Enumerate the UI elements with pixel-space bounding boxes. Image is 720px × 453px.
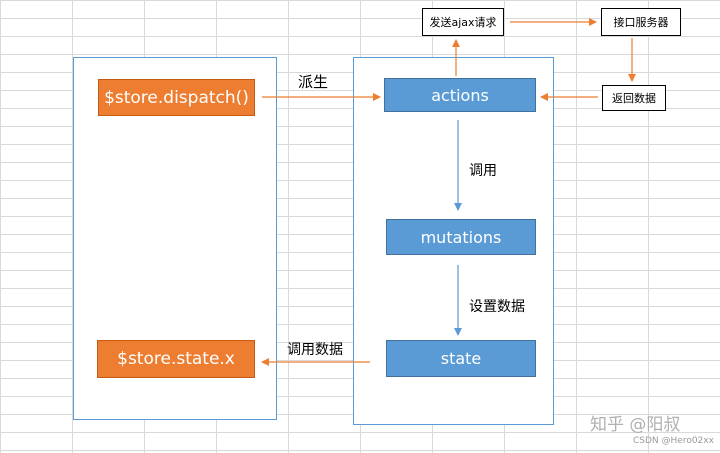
dispatch-box: $store.dispatch() (98, 79, 255, 116)
csdn-watermark: CSDN @Hero02xx (633, 436, 714, 446)
label-call: 调用 (469, 163, 497, 179)
return-data-box: 返回数据 (602, 85, 666, 111)
mutations-box: mutations (386, 219, 536, 255)
api-server-box: 接口服务器 (601, 8, 681, 36)
actions-box: actions (384, 78, 536, 112)
zhihu-watermark: 知乎 @阳叔 (590, 415, 681, 435)
label-derive: 派生 (298, 73, 329, 91)
state-box: state (386, 340, 536, 377)
state-x-box: $store.state.x (97, 340, 255, 378)
label-set-data: 设置数据 (469, 299, 525, 315)
ajax-request-box: 发送ajax请求 (422, 8, 504, 36)
label-call-data: 调用数据 (287, 342, 343, 358)
